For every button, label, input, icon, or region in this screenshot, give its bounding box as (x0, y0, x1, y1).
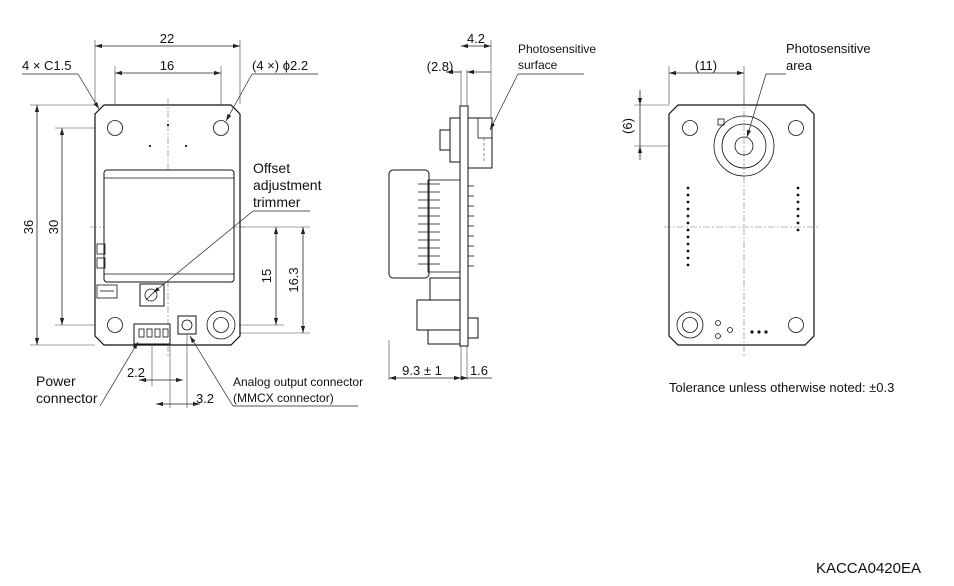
back-pin-dots (686, 186, 800, 339)
label-area-line1: Photosensitive (786, 41, 871, 56)
dim-chamfer: 4 × C1.5 (22, 58, 72, 73)
tolerance-note: Tolerance unless otherwise noted: ±0.3 (669, 380, 894, 395)
back-mounting-holes (676, 120, 804, 339)
dim-11: (11) (695, 58, 717, 73)
dim-2-2: 2.2 (127, 365, 145, 380)
dim-4-2: 4.2 (467, 31, 485, 46)
label-offset-line3: trimmer (253, 194, 301, 210)
front-view: 22 16 4 × C1.5 (4 ×) ϕ2.2 36 30 15 16.3 … (21, 31, 363, 408)
dim-1-6: 1.6 (470, 363, 488, 378)
label-analog-line2: (MMCX connector) (233, 391, 334, 405)
label-area-line2: area (786, 58, 813, 73)
dim-hole-pitch-y: 30 (46, 220, 61, 234)
label-power-line1: Power (36, 373, 76, 389)
label-offset-line2: adjustment (253, 177, 322, 193)
dim-15: 15 (259, 269, 274, 283)
label-surface-line1: Photosensitive (518, 42, 596, 56)
front-sensor-module (103, 169, 235, 283)
mmcx-connector (177, 315, 197, 335)
side-right-pins (468, 185, 474, 267)
side-pin-lines (418, 183, 440, 265)
dim-width: 22 (160, 31, 174, 46)
dim-6: (6) (620, 118, 635, 134)
back-view: (11) (6) Photosensitive area (620, 41, 871, 356)
side-pcb (459, 105, 469, 347)
label-analog-line1: Analog output connector (233, 375, 363, 389)
back-pcb-outline (668, 104, 815, 346)
label-power-line2: connector (36, 390, 98, 406)
label-offset-line1: Offset (253, 160, 290, 176)
dim-9-3: 9.3 ± 1 (402, 363, 442, 378)
dim-holes: (4 ×) ϕ2.2 (252, 58, 308, 73)
label-surface-line2: surface (518, 58, 558, 72)
dim-3-2: 3.2 (196, 391, 214, 406)
dim-height: 36 (21, 220, 36, 234)
side-view: 4.2 (2.8) Photosensitive surface 9.3 ± 1… (388, 31, 596, 381)
dim-16-3: 16.3 (286, 267, 301, 292)
dim-hole-pitch-x: 16 (160, 58, 174, 73)
front-mounting-holes (107, 120, 229, 333)
drawing-id: KACCA0420EA (816, 560, 921, 577)
photodiode (713, 115, 775, 177)
dim-2-8: (2.8) (427, 59, 454, 74)
